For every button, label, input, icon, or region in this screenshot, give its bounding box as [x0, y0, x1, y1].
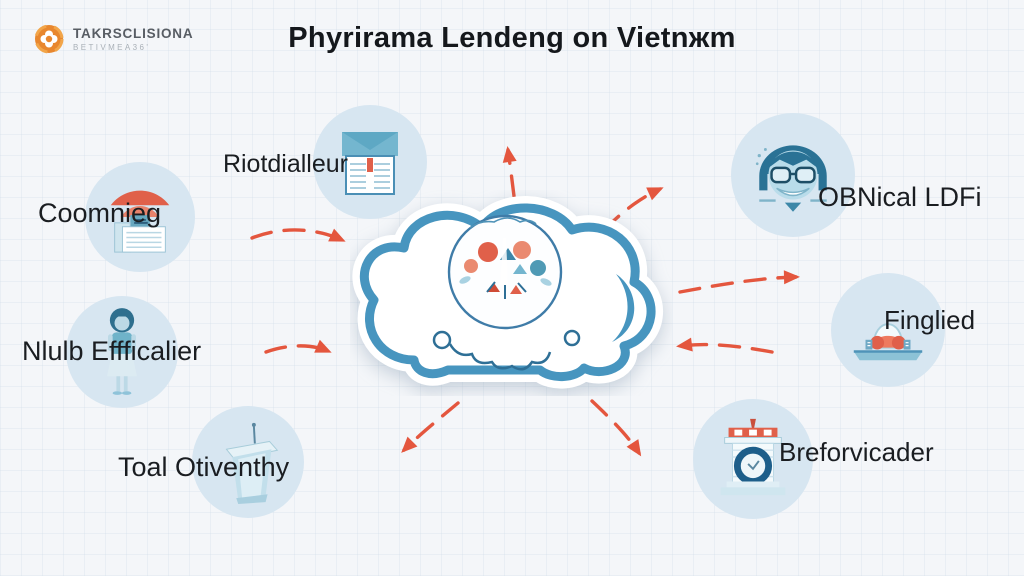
arrow-cloud-to-finglied: [678, 270, 800, 294]
node-label-coomnieg: Coomnieg: [38, 198, 162, 228]
node-label-finglied: Finglied: [884, 305, 976, 335]
orange-ring-icon: [34, 24, 64, 54]
arrow-cloud-up: [502, 146, 517, 198]
page-title: Phyrirama Lendeng on Vietnжm: [288, 22, 736, 54]
cloud-icon: [352, 196, 664, 389]
woman-glasses-icon: [755, 145, 827, 212]
squiggle-cloud-line: [432, 329, 581, 371]
node-label-riotdialleur: Riotdialleur: [222, 150, 348, 178]
arrow-cloud-to-brefor: [590, 399, 642, 457]
arrow-nlulb-to-cloud: [264, 339, 332, 354]
node-circle-obnical: [731, 113, 855, 237]
envelope-calculator-icon: [342, 132, 398, 195]
gauge-building-icon: [720, 418, 786, 496]
dome-hands-icon: [853, 323, 923, 361]
arrow-cloud-to-obnical: [602, 187, 664, 232]
node-circle-finglied: [831, 273, 945, 387]
node-circle-nlulb: [66, 296, 178, 408]
arrow-cloud-to-toal: [401, 401, 460, 453]
standing-person-icon: [107, 308, 137, 395]
brand-tagline: BETIVMEA36': [73, 43, 151, 52]
brand-logo: TAKRSCLISIONA BETIVMEA36': [34, 24, 193, 54]
node-circle-riotdialleur: [313, 105, 427, 219]
node-circle-toal: [192, 406, 304, 518]
node-label-obnical: OBNical LDFi: [818, 182, 982, 212]
network-cluster-icon: [447, 214, 563, 330]
node-label-toal: Toal Otiventhy: [118, 452, 290, 482]
pagoda-documents-icon: [110, 190, 170, 253]
node-circle-breforvicader: [693, 399, 813, 519]
brand-name: TAKRSCLISIONA: [73, 26, 194, 41]
arrow-coomnieg-to-cloud: [250, 228, 346, 242]
arrow-finglied-to-cloud: [676, 337, 774, 354]
node-label-nlulb: Nlulb Effficalier: [22, 336, 202, 366]
cloud-crescent: [612, 274, 635, 342]
node-label-breforvicader: Breforvicader: [779, 437, 934, 467]
cloud-outline: [359, 203, 656, 381]
node-circle-coomnieg: [85, 162, 195, 272]
podium-icon: [225, 422, 279, 505]
